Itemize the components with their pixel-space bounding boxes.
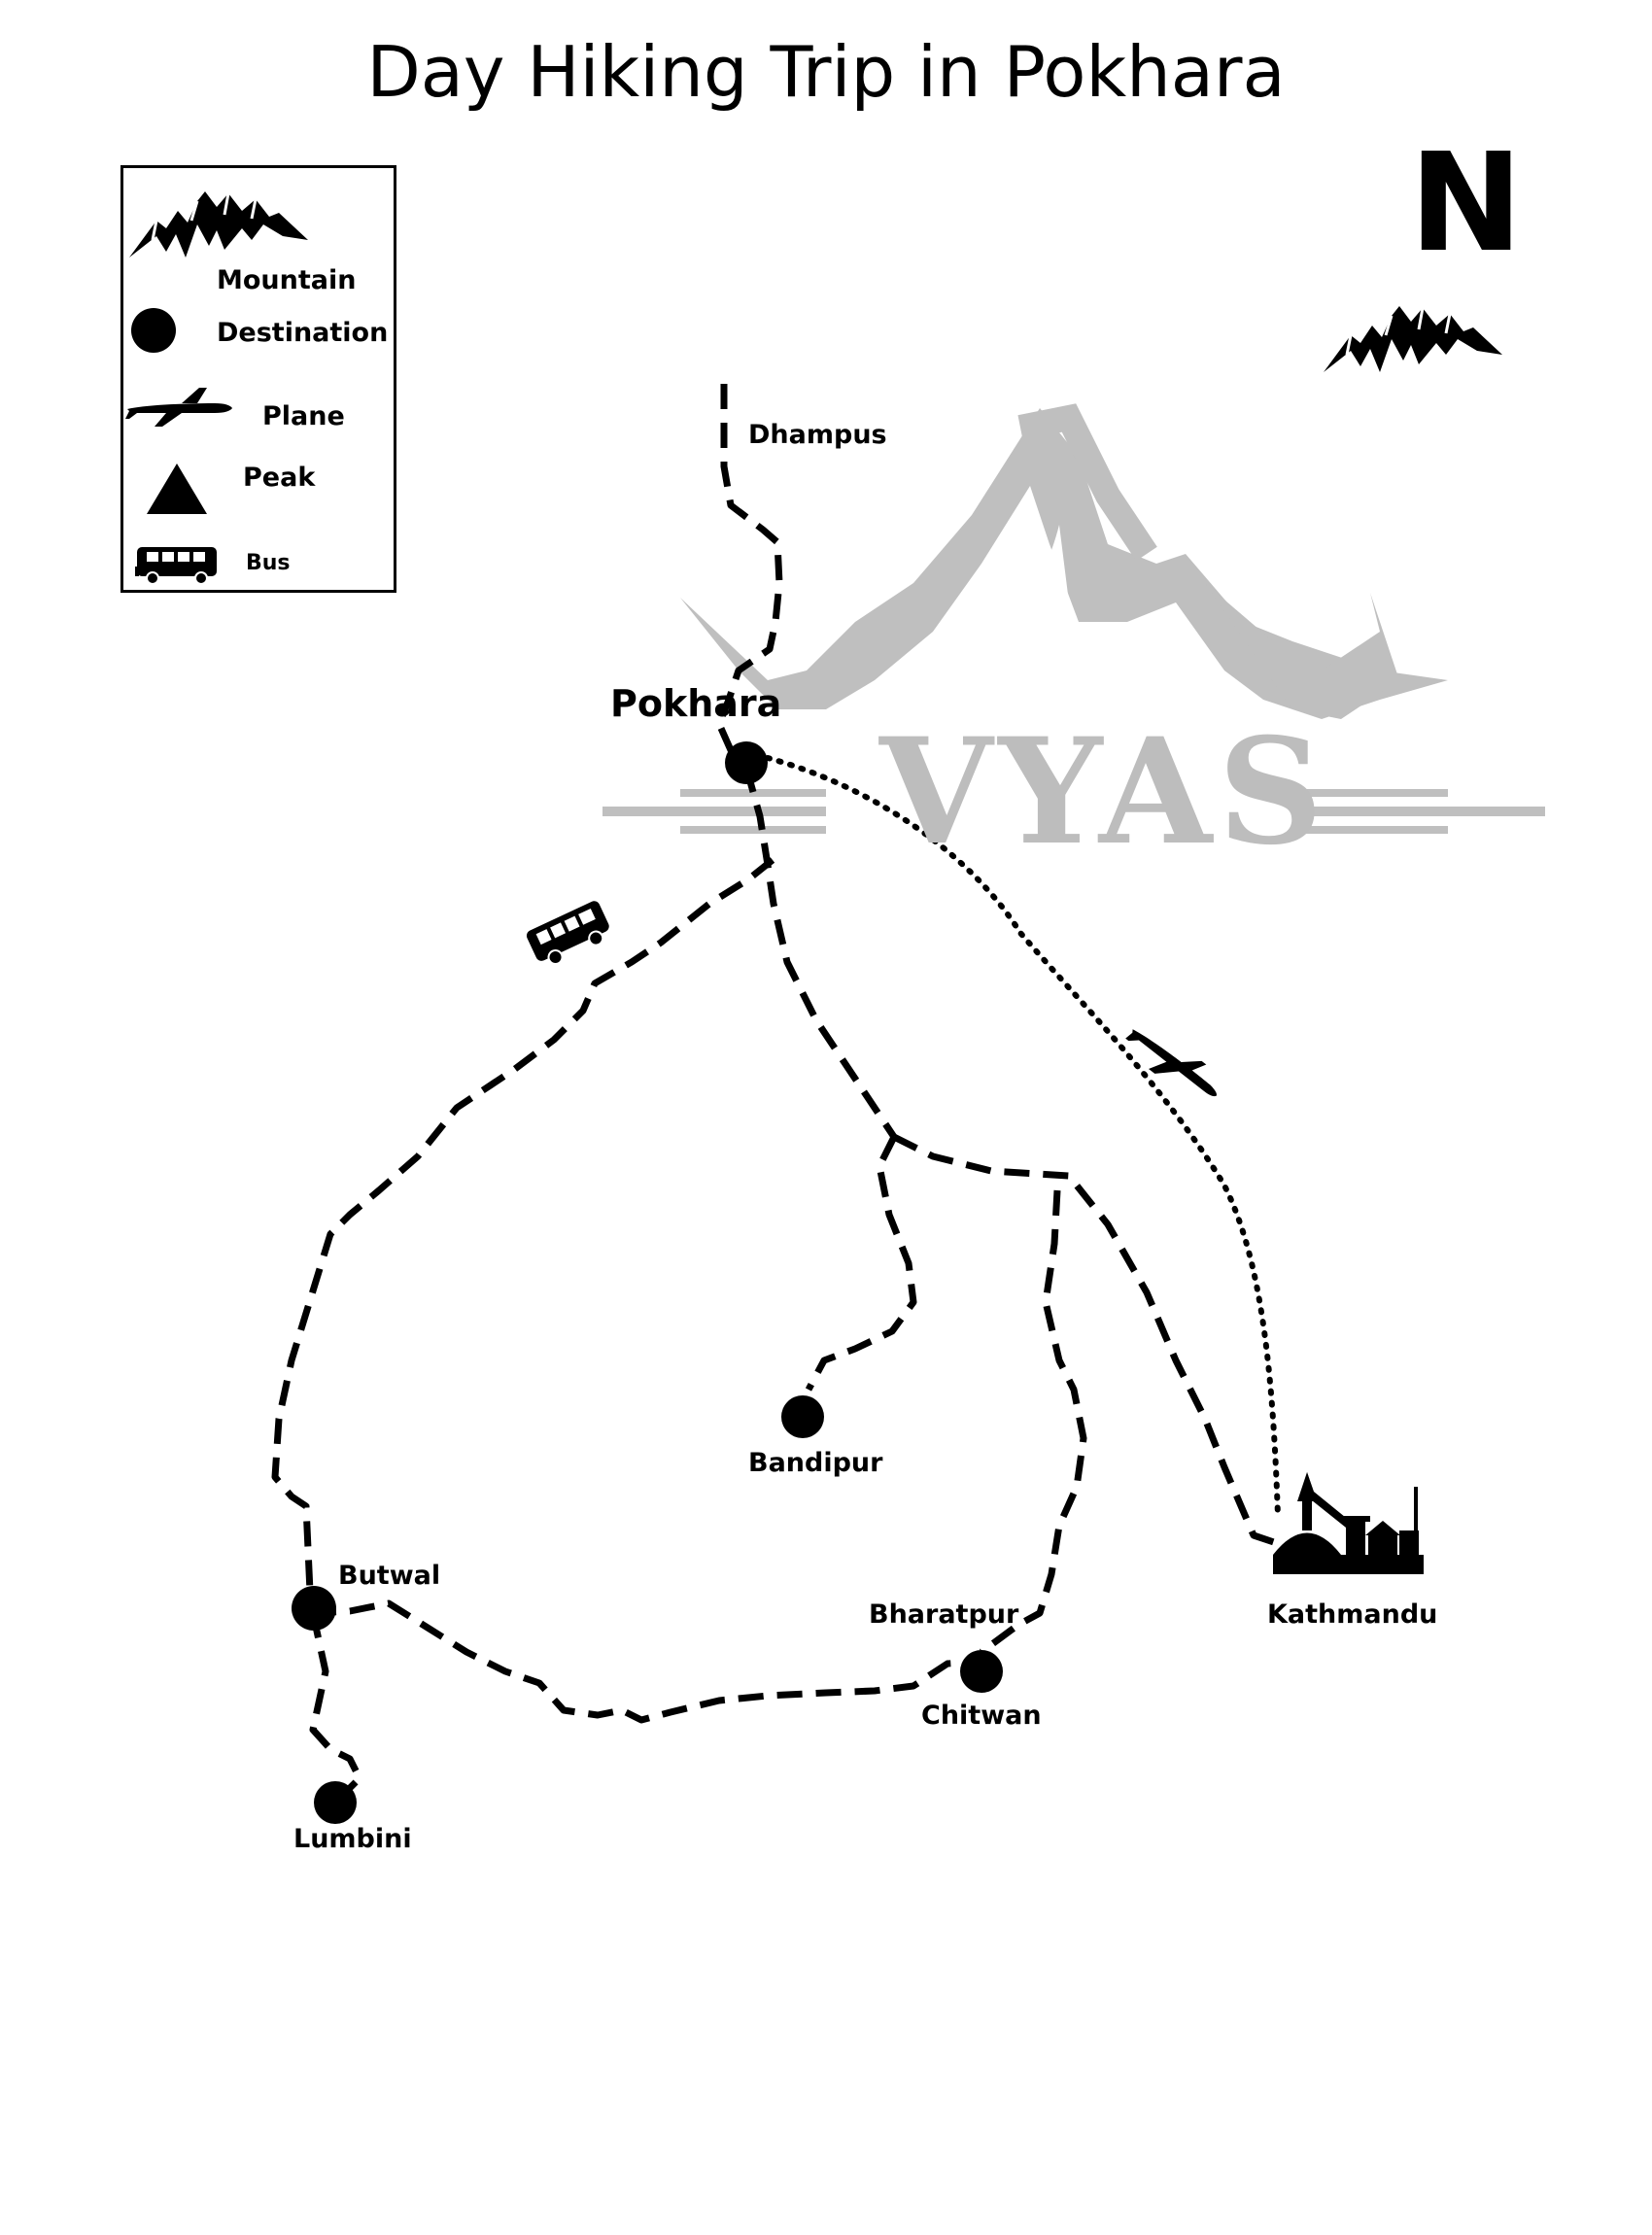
- legend-label-destination: Destination: [217, 318, 389, 348]
- bus-icon: [526, 901, 609, 966]
- lumbini-dot: [314, 1781, 357, 1824]
- label-bharatpur: Bharatpur: [869, 1599, 1019, 1630]
- route-pokhara-butwal: [271, 857, 775, 1614]
- pokhara-dot: [725, 741, 768, 784]
- mountain-icon: [129, 191, 308, 258]
- route-to-bandipur: [805, 1135, 917, 1392]
- road-routes: [271, 384, 1285, 1801]
- route-dhampus-pokhara: [715, 384, 783, 770]
- peak-triangle-icon: [147, 464, 207, 514]
- chitwan-dot: [960, 1650, 1003, 1693]
- label-chitwan: Chitwan: [921, 1701, 1042, 1731]
- destination-dot-icon: [131, 308, 176, 353]
- route-to-bharatpur: [979, 1189, 1087, 1655]
- plane-icon: [125, 388, 232, 427]
- label-bandipur: Bandipur: [748, 1448, 883, 1478]
- flight-route: [765, 755, 1281, 1519]
- map-title: Day Hiking Trip in Pokhara: [366, 31, 1286, 113]
- route-butwal-chitwan: [310, 1599, 982, 1724]
- route-pokhara-south: [742, 767, 897, 1139]
- legend-label-plane: Plane: [262, 401, 345, 431]
- route-butwal-lumbini: [309, 1612, 363, 1801]
- butwal-dot: [292, 1586, 336, 1631]
- legend-label-peak: Peak: [243, 463, 316, 493]
- label-lumbini: Lumbini: [293, 1824, 412, 1854]
- legend-label-bus: Bus: [246, 551, 291, 575]
- bandipur-dot: [781, 1395, 824, 1438]
- label-kathmandu: Kathmandu: [1267, 1599, 1438, 1630]
- plane-icon: [1125, 1029, 1217, 1097]
- legend: Mountain Destination Plane Peak Bus: [120, 165, 396, 593]
- label-pokhara: Pokhara: [610, 682, 782, 725]
- kathmandu-skyline-icon: [1273, 1472, 1424, 1574]
- destination-dots: [292, 741, 1003, 1824]
- north-arrow-label: N: [1409, 124, 1524, 283]
- watermark-logo: [602, 403, 1545, 834]
- route-to-kathmandu: [892, 1133, 1285, 1549]
- watermark-text: VYAS: [879, 706, 1329, 877]
- legend-label-mountain: Mountain: [217, 265, 357, 295]
- mountain-icon: [1324, 306, 1502, 372]
- bus-icon: [135, 547, 217, 585]
- label-butwal: Butwal: [338, 1561, 441, 1591]
- label-dhampus: Dhampus: [748, 420, 887, 450]
